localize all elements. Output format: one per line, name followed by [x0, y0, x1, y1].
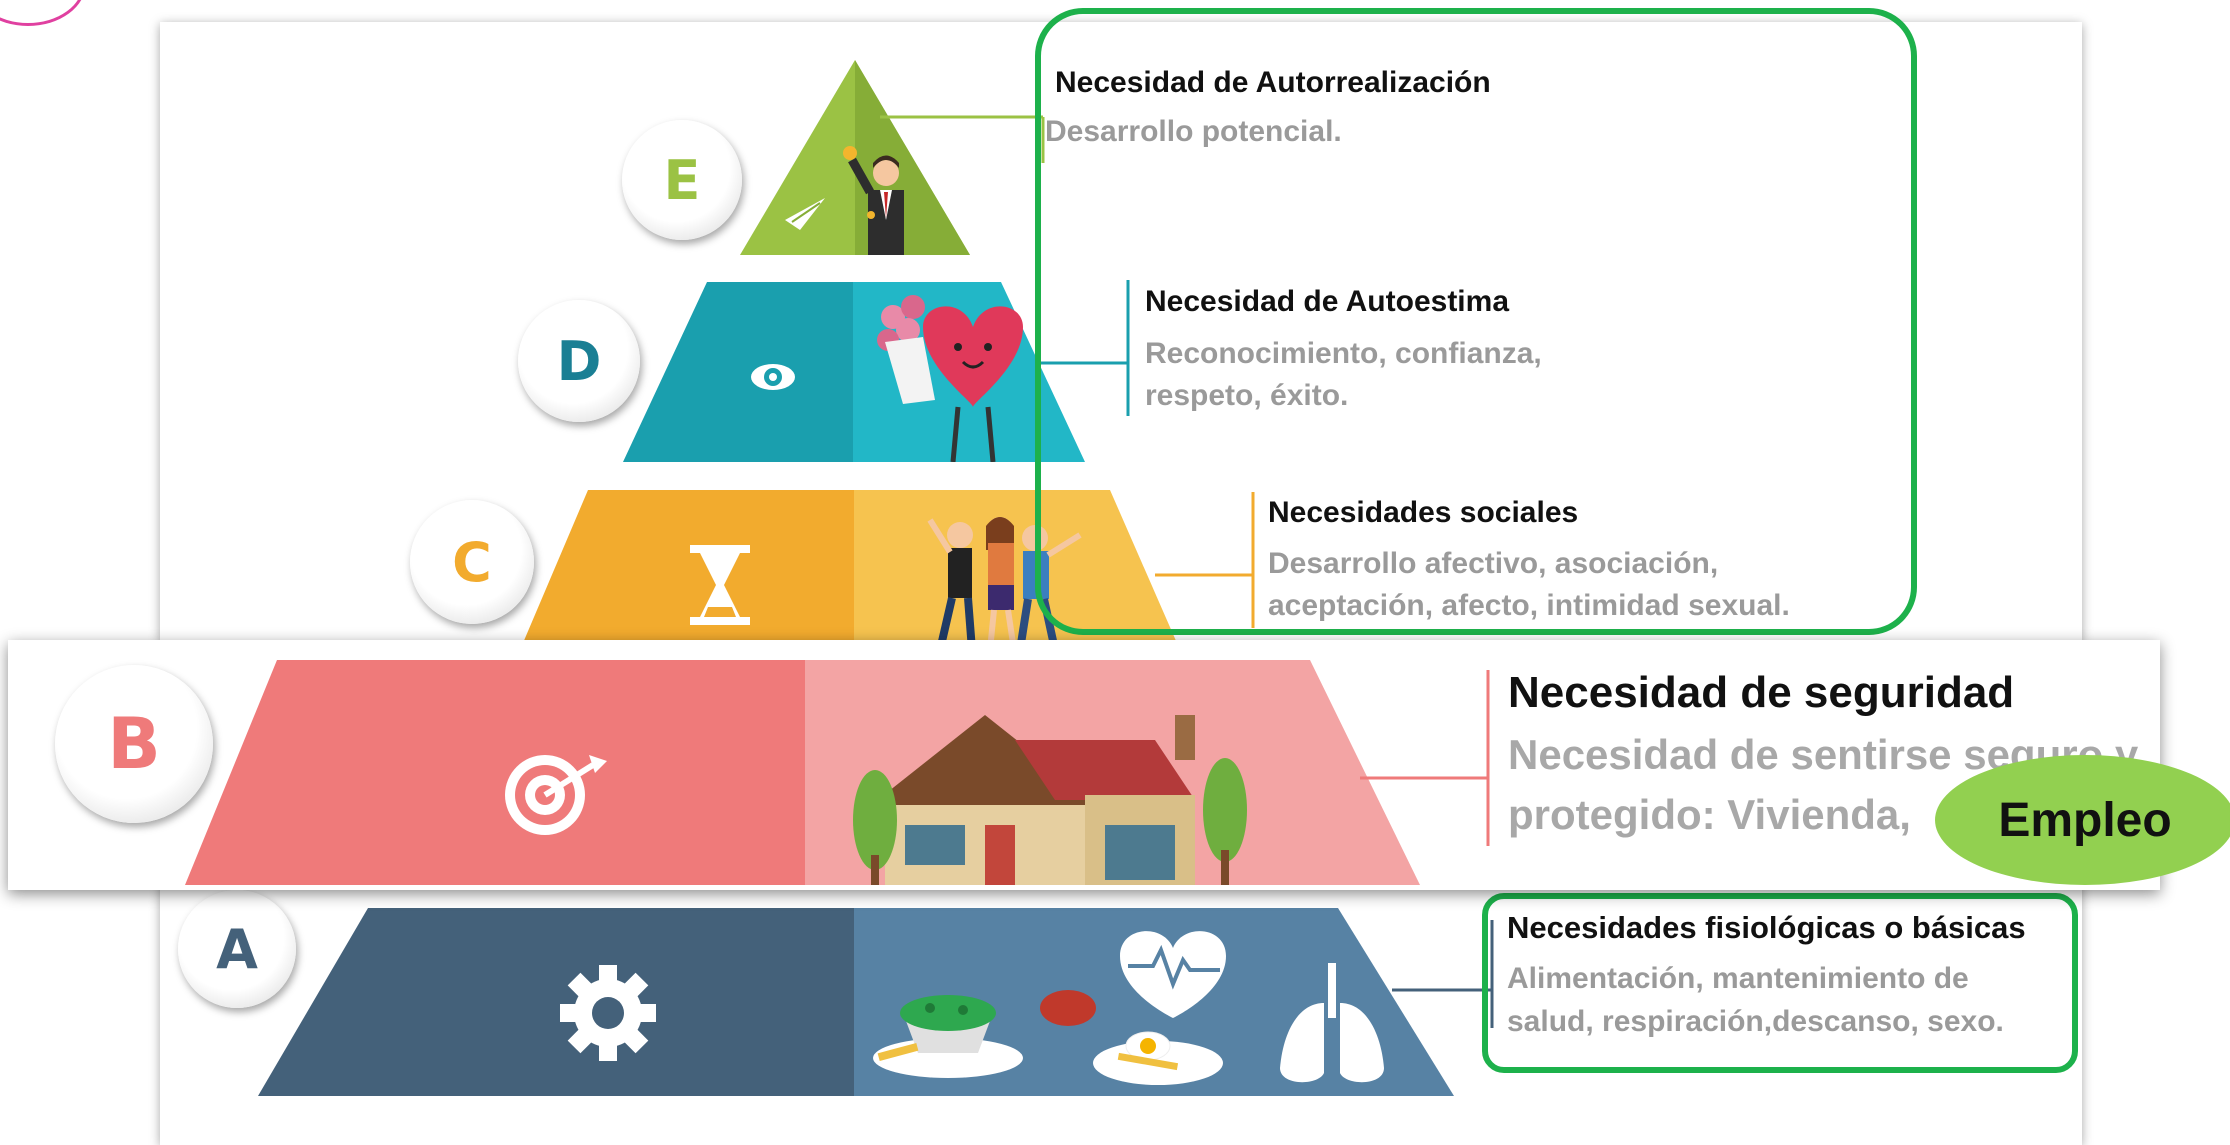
heart-pulse-icon	[1120, 931, 1226, 1018]
tier-e-desc: Desarrollo potencial.	[1045, 115, 1342, 148]
tier-a-title: Necesidades fisiológicas o básicas	[1507, 910, 2026, 945]
highlight-box-upper	[1035, 8, 1917, 635]
food-plate-icon	[873, 990, 1223, 1085]
empleo-callout: Empleo	[1935, 755, 2230, 885]
level-badge-a: A	[178, 890, 296, 1008]
house-icon	[865, 715, 1195, 885]
tier-e-connector	[880, 115, 1045, 163]
heart-flowers-icon	[877, 295, 1023, 462]
tier-d-connector	[1040, 280, 1130, 416]
level-badge-c: C	[410, 500, 534, 624]
tree-icon	[853, 758, 1247, 885]
businessman-trophy-icon	[843, 146, 904, 255]
eye-icon	[751, 364, 795, 390]
tier-b-title: Necesidad de seguridad	[1508, 668, 2015, 717]
tier-b-trapezoid	[185, 660, 1420, 885]
gear-icon	[560, 965, 656, 1061]
lungs-icon	[1280, 963, 1384, 1083]
highlight-box-lower	[1482, 893, 2078, 1073]
level-badge-e: E	[622, 120, 742, 240]
tier-a-trapezoid	[258, 908, 1454, 1096]
tier-d-trapezoid	[623, 282, 1085, 462]
hourglass-icon	[690, 545, 750, 625]
tier-a-desc-line1: Alimentación, mantenimiento de	[1507, 962, 1969, 995]
tier-d-desc-line1: Reconocimiento, confianza,	[1145, 337, 1542, 370]
target-icon	[505, 755, 607, 835]
tier-c-desc-line1: Desarrollo afectivo, asociación,	[1268, 547, 1719, 580]
tier-e-title: Necesidad de Autorrealización	[1055, 66, 1491, 99]
tier-c-title: Necesidades sociales	[1268, 496, 1579, 529]
tier-b-connector	[1360, 670, 1490, 846]
tier-d-desc-line2: respeto, éxito.	[1145, 379, 1349, 412]
tier-c-desc-line2: aceptación, afecto, intimidad sexual.	[1268, 589, 1790, 622]
tier-c-connector	[1155, 492, 1255, 628]
tier-a-desc-line2: salud, respiración,descanso, sexo.	[1507, 1005, 2004, 1038]
tier-a-connector	[1392, 920, 1494, 1028]
tier-b-desc-line2: protegido: Vivienda,	[1508, 791, 1911, 838]
level-badge-d: D	[518, 300, 640, 422]
tier-d-title: Necesidad de Autoestima	[1145, 285, 1509, 318]
tier-c-trapezoid	[520, 490, 1180, 650]
tier-e-triangle	[740, 60, 970, 255]
level-badge-b: B	[55, 665, 213, 823]
paper-plane-icon	[785, 198, 825, 230]
logo-fragment	[0, 0, 86, 26]
